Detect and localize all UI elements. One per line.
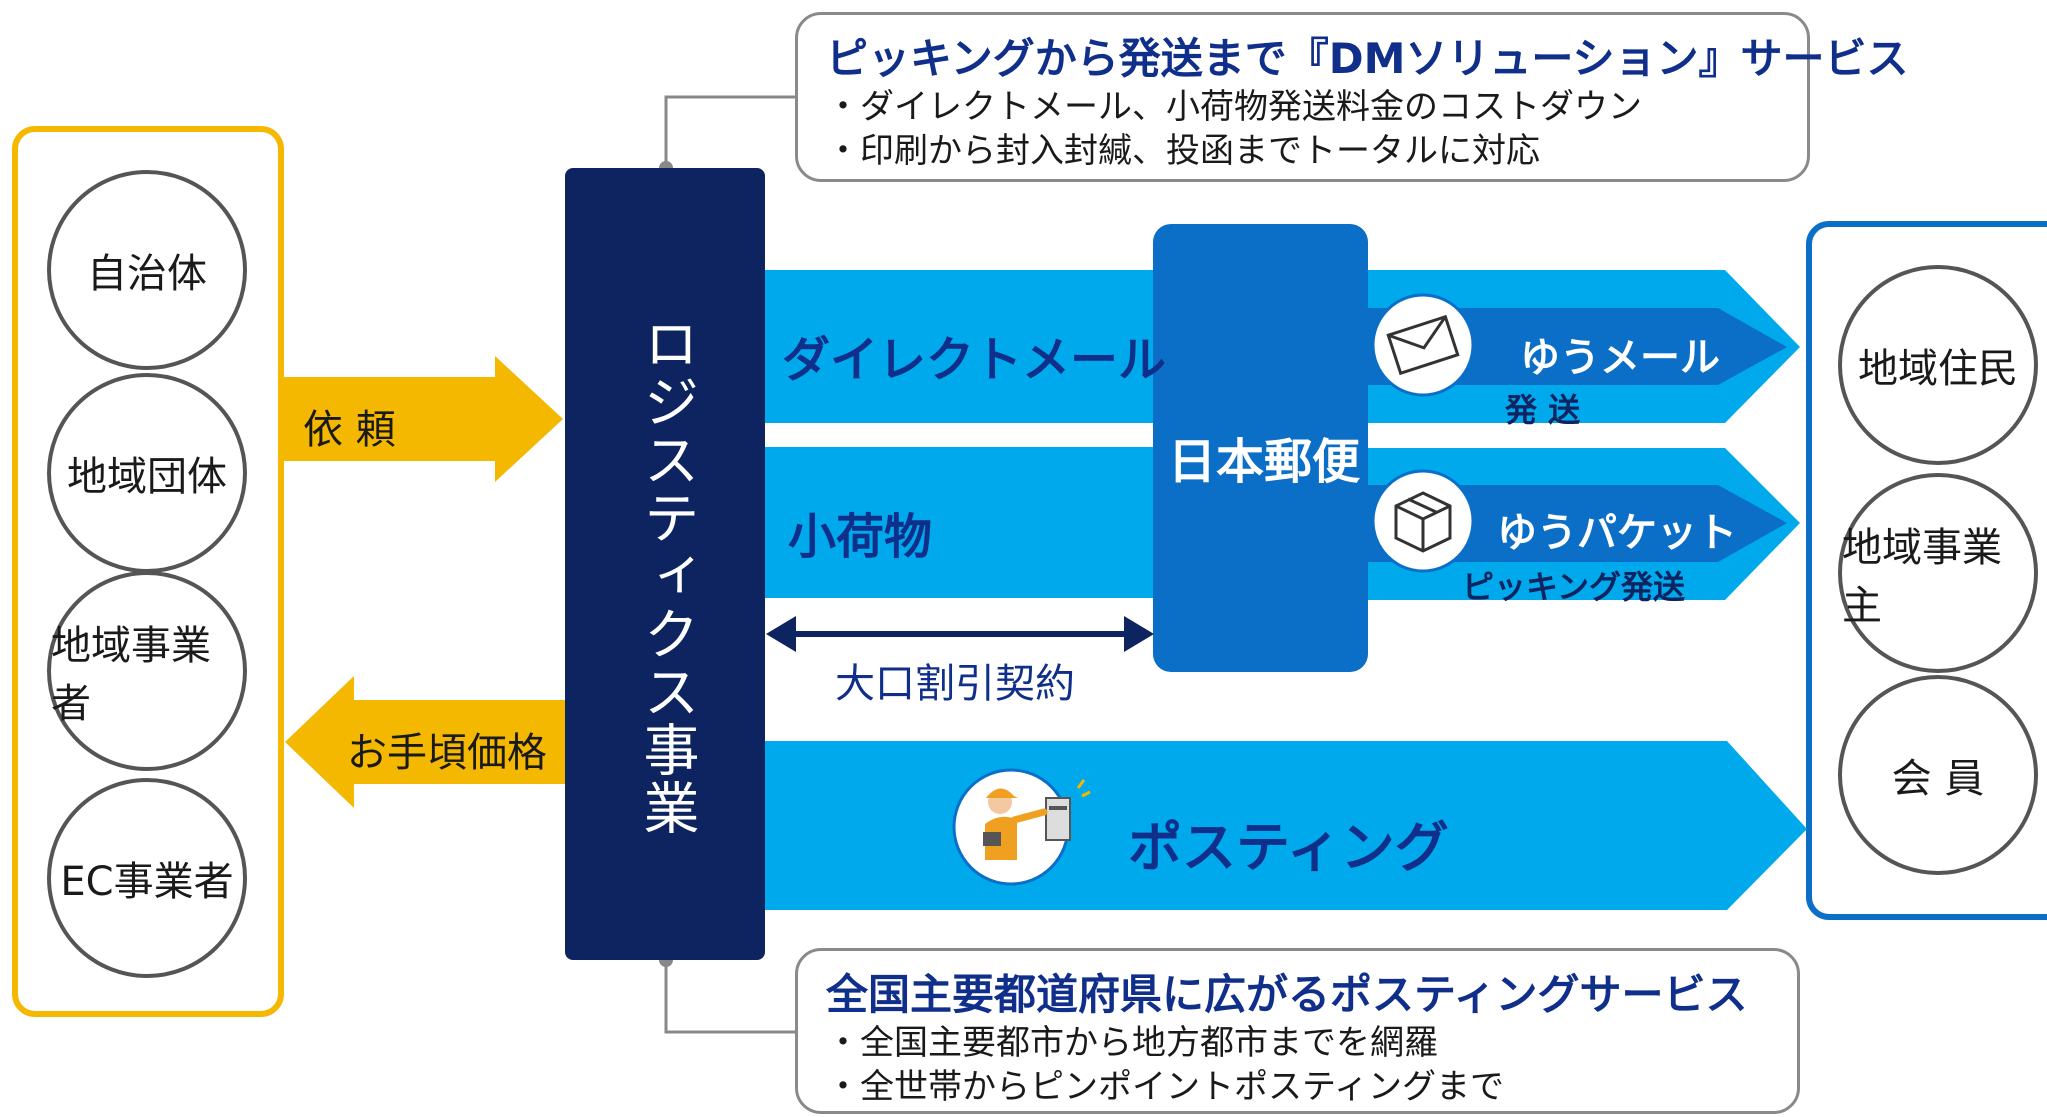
client-community-group: 地域団体 xyxy=(47,373,247,573)
package-icon xyxy=(1371,469,1475,573)
request-arrow xyxy=(282,356,563,482)
callout-posting-title: 全国主要都道府県に広がるポスティングサービス xyxy=(826,970,1748,1019)
delivery-worker-icon xyxy=(952,768,1091,886)
contract-label: 大口割引契約 xyxy=(835,661,1075,707)
recipient-business-owners: 地域事業主 xyxy=(1838,473,2038,673)
callout-dm-title: ピッキングから発送まで『DMソリューション』サービス xyxy=(826,34,1909,83)
recipient-members: 会 員 xyxy=(1838,675,2038,875)
connector-bottom xyxy=(664,960,795,1034)
recipient-residents: 地域住民 xyxy=(1838,265,2038,465)
posting-label: ポスティング xyxy=(1128,816,1449,879)
callout-dm-solution: ピッキングから発送まで『DMソリューション』サービス ・ダイレクトメール、小荷物… xyxy=(795,12,1909,182)
callout-dm-line-1: ・ダイレクトメール、小荷物発送料金のコストダウン xyxy=(826,87,1642,127)
yu-packet-label: ゆうパケット xyxy=(1497,510,1737,556)
price-arrow xyxy=(285,676,565,808)
direct-mail-label: ダイレクトメール xyxy=(782,332,1167,388)
japan-post-label: 日本郵便 xyxy=(1168,434,1361,490)
client-group-box xyxy=(12,126,284,1017)
yu-packet-sub-label: ピッキング発送 xyxy=(1462,568,1686,606)
logistics-column xyxy=(565,168,765,960)
recipient-group-box xyxy=(1806,221,2047,920)
japan-post-box xyxy=(1153,224,1368,672)
contract-arrow-right-head xyxy=(1124,616,1154,652)
client-local-business: 地域事業者 xyxy=(47,571,247,771)
callout-posting-line-2: ・全世帯からピンポイントポスティングまで xyxy=(826,1067,1504,1107)
small-parcel-label: 小荷物 xyxy=(788,509,933,565)
callout-dm-line-2: ・印刷から封入封緘、投函までトータルに対応 xyxy=(826,131,1540,171)
small-parcel-band xyxy=(765,447,1165,598)
client-ec-business: EC事業者 xyxy=(47,778,247,978)
client-municipality: 自治体 xyxy=(47,170,247,370)
yu-mail-sub-label: 発 送 xyxy=(1505,391,1581,429)
contract-arrow-left-head xyxy=(766,616,796,652)
logistics-title: ロジスティクス事業 xyxy=(634,315,699,837)
callout-posting-line-1: ・全国主要都市から地方都市までを網羅 xyxy=(826,1023,1438,1063)
yu-mail-label: ゆうメール xyxy=(1520,335,1720,381)
callout-posting-service: 全国主要都道府県に広がるポスティングサービス ・全国主要都市から地方都市までを網… xyxy=(795,948,1800,1114)
price-label: お手頃価格 xyxy=(347,730,547,776)
request-label: 依 頼 xyxy=(303,407,396,453)
direct-mail-band xyxy=(765,270,1165,423)
envelope-icon xyxy=(1371,293,1475,397)
connector-top xyxy=(664,95,795,168)
